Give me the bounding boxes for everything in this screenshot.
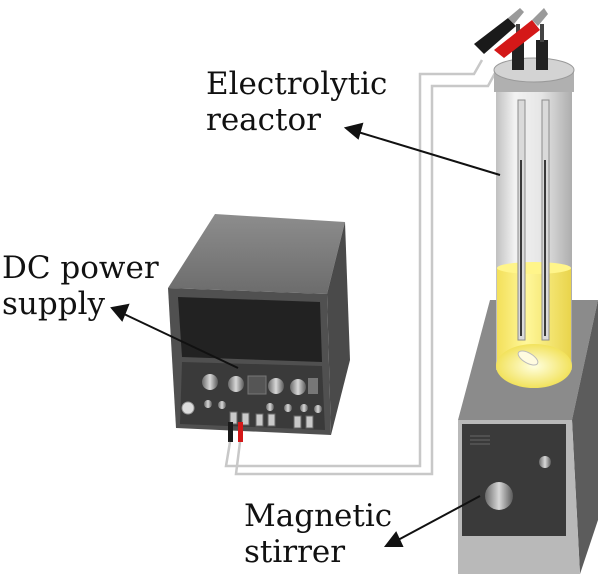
reactor-arrowhead bbox=[343, 122, 364, 140]
clip-jaw bbox=[508, 8, 524, 24]
clip-jaw bbox=[532, 8, 548, 26]
power-supply-knob bbox=[290, 379, 306, 395]
dc-power-supply bbox=[168, 214, 350, 442]
reactor-bottom bbox=[496, 344, 572, 388]
power-supply-switch bbox=[308, 378, 318, 394]
power-supply-knob bbox=[202, 374, 218, 390]
power-label-line1: DC power bbox=[2, 250, 159, 286]
reactor-label-line2: reactor bbox=[206, 102, 321, 138]
reactor-arrow bbox=[357, 131, 501, 176]
power-supply-small-knob bbox=[284, 404, 292, 412]
power-supply-meter bbox=[247, 375, 267, 395]
power-supply-label: DC power supply bbox=[2, 250, 159, 322]
stirrer-small-knob bbox=[539, 456, 551, 468]
electrolytic-reactor bbox=[493, 24, 575, 388]
power-supply-small-knob bbox=[300, 404, 308, 412]
power-supply-terminal bbox=[241, 412, 250, 426]
wire bbox=[224, 59, 484, 468]
power-supply-knob bbox=[268, 378, 284, 394]
reactor-lid-top bbox=[493, 57, 575, 83]
power-supply-terminal bbox=[255, 413, 264, 427]
power-supply-small-knob bbox=[266, 403, 274, 411]
power-supply-top bbox=[168, 214, 345, 294]
stirrer-label: Magnetic stirrer bbox=[244, 498, 392, 570]
reactor-label-line1: Electrolytic bbox=[206, 66, 388, 102]
reactor-label: Electrolytic reactor bbox=[206, 66, 387, 138]
black-plug bbox=[228, 422, 233, 442]
power-supply-panel bbox=[180, 362, 325, 430]
stirrer-arrow bbox=[397, 495, 481, 541]
alligator-clips bbox=[474, 8, 548, 58]
power-supply-terminal bbox=[267, 413, 276, 427]
stirrer-label-line2: stirrer bbox=[244, 534, 346, 570]
solution-surface bbox=[497, 262, 571, 274]
power-supply-terminal bbox=[229, 411, 238, 425]
power-arrow bbox=[123, 313, 239, 369]
wire bbox=[234, 63, 502, 476]
power-supply-small-knob bbox=[204, 400, 212, 408]
power-arrowhead bbox=[110, 303, 130, 322]
red-plug bbox=[238, 422, 243, 442]
power-supply-display bbox=[178, 297, 322, 362]
connecting-wires bbox=[224, 59, 502, 476]
stirrer-arrowhead bbox=[383, 531, 404, 547]
power-supply-small-knob bbox=[314, 405, 322, 413]
power-supply-terminal bbox=[293, 415, 302, 429]
power-supply-terminal bbox=[305, 415, 314, 429]
stirrer-side bbox=[572, 300, 598, 574]
stirrer-label-line1: Magnetic bbox=[244, 498, 393, 534]
power-supply-knob bbox=[228, 376, 244, 392]
power-supply-small-knob bbox=[218, 401, 226, 409]
red-clip bbox=[494, 20, 540, 58]
stirrer-knob bbox=[485, 482, 513, 510]
black-clip bbox=[474, 18, 516, 54]
power-supply-side bbox=[327, 222, 350, 435]
power-label-line2: supply bbox=[2, 286, 105, 322]
stir-bar bbox=[517, 350, 539, 366]
stirrer-panel bbox=[462, 424, 566, 536]
pointer-arrows bbox=[110, 122, 501, 547]
lid-terminal bbox=[536, 40, 548, 70]
power-switch-icon bbox=[181, 401, 195, 415]
lid-connector bbox=[540, 24, 544, 42]
